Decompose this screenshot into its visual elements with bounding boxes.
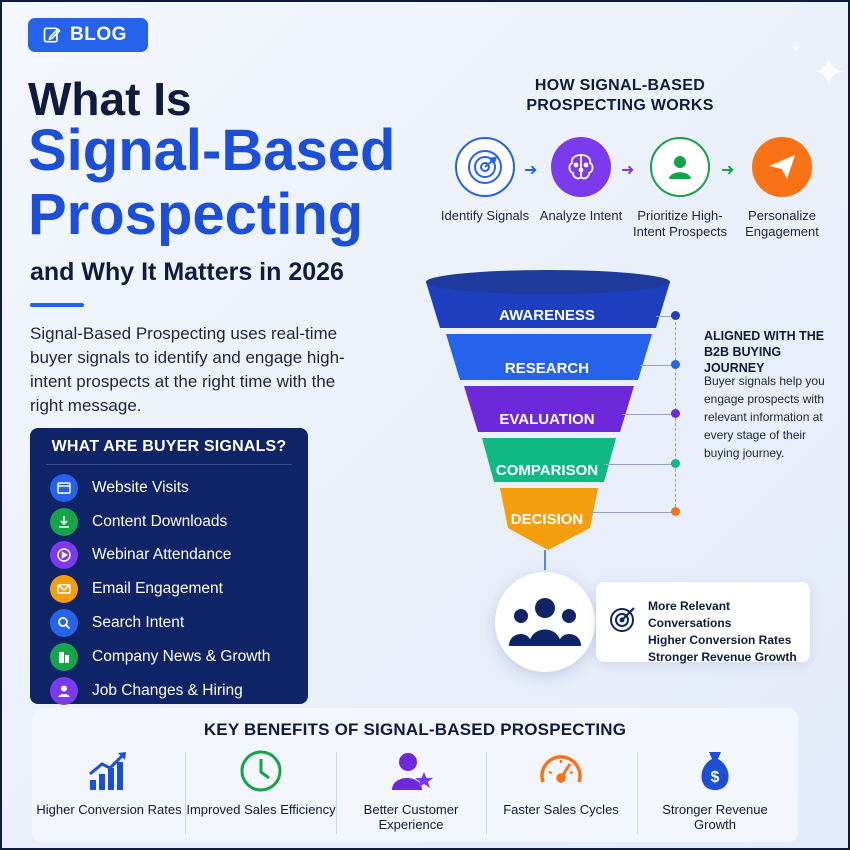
benefit-label: Improved Sales Efficiency [186,802,336,817]
svg-text:$: $ [711,769,720,786]
edit-icon [43,27,61,43]
signal-label: Search Intent [92,614,185,632]
outcomes-card: More Relevant Conversations Higher Conve… [596,582,810,664]
outcome-item: Higher Conversion Rates [648,633,792,647]
journey-dot [671,459,680,468]
growth-chart-icon [89,752,126,790]
step-label: Identify Signals [440,208,530,223]
step-label: Personalize Engagement [745,208,819,239]
journey-tick [656,316,676,317]
user-target-icon [650,137,710,197]
divider [637,752,638,834]
title-line-1: What Is [28,73,192,125]
badge-label: BLOG [70,24,127,45]
person-star-icon [392,753,433,790]
title-line-3: Prospecting [28,182,364,247]
signal-item-website-visits: Website Visits [30,471,308,505]
download-icon [50,507,78,536]
arrow-right-icon: ➜ [721,162,735,179]
sparkle-icon: ✦ [812,51,846,95]
aligned-text: Buyer signals help you engage prospects … [704,374,825,460]
funnel-rim [426,270,670,294]
journey-dot [671,507,680,516]
benefit-label: Faster Sales Cycles [503,802,619,817]
benefit-customer-experience: Better Customer Experience [336,748,486,838]
signal-item-company-news: Company News & Growth [30,640,308,674]
mail-icon [50,575,78,604]
buyer-signals-panel: WHAT ARE BUYER SIGNALS? Website Visits C… [30,428,308,705]
step-label: Analyze Intent [539,208,623,223]
how-it-works-title: HOW SIGNAL-BASED PROSPECTING WORKS [526,77,714,114]
people-group-icon [495,572,595,672]
signal-item-email-engagement: Email Engagement [30,572,308,606]
title-line-2: Signal-Based [28,118,396,183]
benefit-label: Stronger Revenue Growth [662,802,768,832]
funnel-label-comparison: COMPARISON [495,462,599,479]
buyer-signals-title: WHAT ARE BUYER SIGNALS? [46,438,292,465]
buying-journey-funnel [426,270,670,570]
aligned-title: ALIGNED WITH THE B2B BUYING JOURNEY [704,329,825,375]
journey-tick [640,365,676,366]
signal-label: Job Changes & Hiring [92,681,243,699]
benefit-revenue-growth: $ Stronger Revenue Growth [640,748,790,838]
funnel-stage-research [446,334,652,380]
signal-item-webinar-attendance: Webinar Attendance [30,539,308,573]
search-icon [50,609,78,638]
brain-icon [551,137,611,197]
benefit-higher-conversion: Higher Conversion Rates [34,748,184,838]
journey-tick [622,414,676,415]
target-icon [610,607,635,632]
journey-tick [604,464,676,465]
signal-item-search-intent: Search Intent [30,606,308,640]
arrow-right-icon: ➜ [621,162,635,179]
outcome-item: More Relevant Conversations [648,599,732,630]
benefit-faster-cycles: Faster Sales Cycles [486,748,636,838]
signal-label: Content Downloads [92,512,228,530]
subtitle: and Why It Matters in 2026 [30,258,344,286]
funnel-label-decision: DECISION [510,511,584,528]
signal-label: Email Engagement [92,580,223,598]
benefit-label: Higher Conversion Rates [36,802,182,817]
benefit-label: Better Customer Experience [363,802,459,832]
outcome-item: Stronger Revenue Growth [648,650,797,664]
clock-icon [240,750,282,792]
funnel-stage-awareness [426,282,670,328]
benefits-title: KEY BENEFITS OF SIGNAL-BASED PROSPECTING [203,720,627,739]
step-label: Prioritize High-Intent Prospects [633,208,727,239]
funnel-stage-comparison [482,438,616,482]
intro-text: Signal-Based Prospecting uses real-time … [30,324,345,415]
money-bag-icon: $ [701,752,729,790]
signal-label: Company News & Growth [92,647,271,665]
journey-dot [671,311,680,320]
benefit-sales-efficiency: Improved Sales Efficiency [186,748,336,838]
funnel-stage-evaluation [464,386,634,432]
speedometer-icon [540,755,582,783]
browser-icon [50,473,78,502]
person-icon [50,676,78,705]
key-benefits-panel: KEY BENEFITS OF SIGNAL-BASED PROSPECTING… [32,708,798,842]
divider [336,752,337,834]
signal-item-job-changes: Job Changes & Hiring [30,674,308,708]
send-icon [752,137,812,197]
funnel-label-research: RESEARCH [504,360,590,377]
divider [486,752,487,834]
journey-tick [590,512,676,513]
arrow-right-icon: ➜ [524,162,538,179]
radar-icon [455,137,515,197]
journey-dot [671,409,680,418]
divider [185,752,186,834]
play-icon [50,541,78,570]
funnel-label-awareness: AWARENESS [499,307,595,324]
funnel-label-evaluation: EVALUATION [499,411,595,428]
blog-badge[interactable]: BLOG [28,18,148,52]
signal-label: Webinar Attendance [92,546,232,564]
journey-dot [671,360,680,369]
funnel-stage-decision [500,488,598,550]
signal-item-content-downloads: Content Downloads [30,505,308,539]
signal-label: Website Visits [92,478,189,496]
sparkle-icon: ✦ [790,40,802,56]
building-icon [50,642,78,671]
title-divider [30,303,84,307]
